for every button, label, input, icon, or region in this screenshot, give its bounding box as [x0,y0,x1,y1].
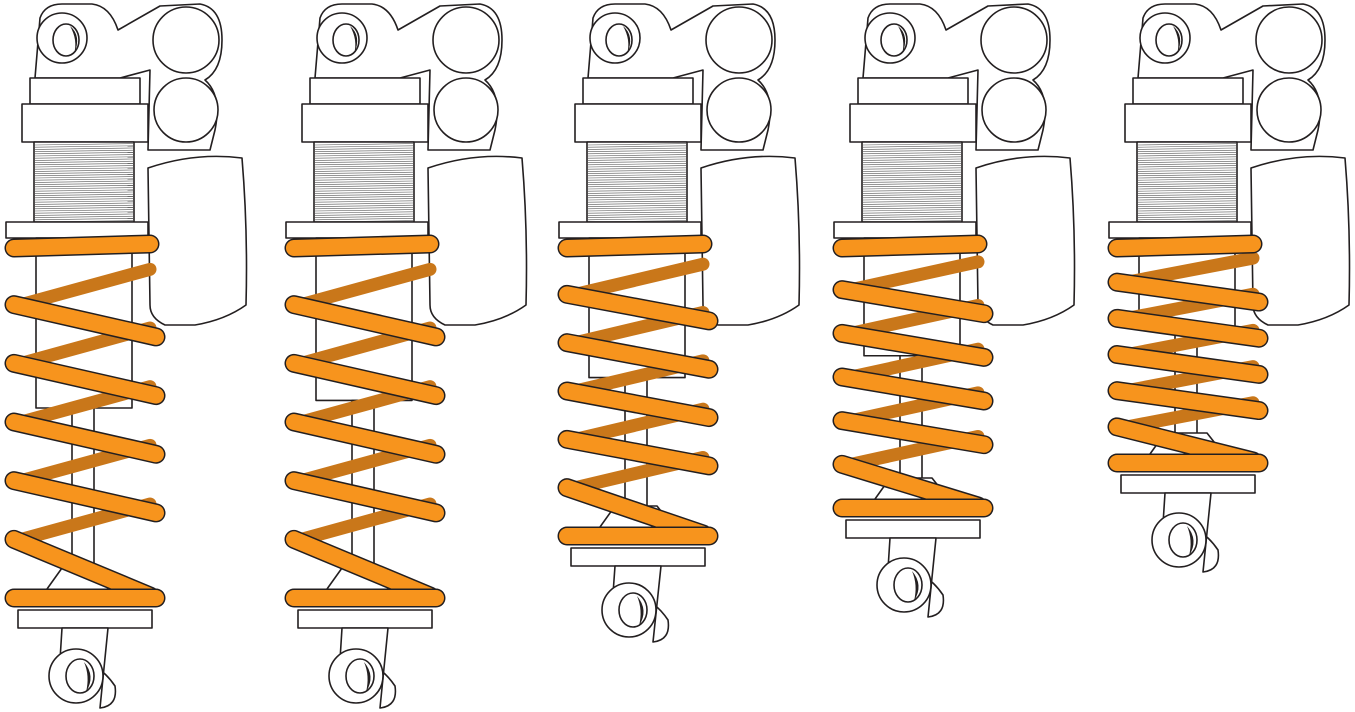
reservoir-port-upper [1255,6,1323,74]
lower-eyelet-shadow [637,596,644,626]
spring-coil [559,431,717,474]
thread-lines [1137,143,1237,223]
reservoir-port-upper [432,6,500,74]
spring-coil [834,412,992,453]
coil-spring [284,234,446,608]
top-eyelet-bushing [605,23,633,57]
reservoir-port-lower [981,77,1047,143]
reservoir-port-upper [152,6,220,74]
lower-eyelet-shadow [84,662,91,692]
spring-coil [1109,346,1267,383]
spring-coil [6,236,158,256]
thread-lines [314,143,414,223]
shock-absorber-3 [557,3,801,643]
coil-spring [1107,234,1269,473]
spring-coil [286,296,444,345]
spring-coil [559,383,717,426]
spring-coil [834,281,992,322]
reservoir-canister [700,155,801,326]
head-cap [1124,103,1252,143]
reservoir-port-upper [980,6,1048,74]
thread-lines [862,143,962,223]
head-collar [1132,77,1244,105]
lower-spring-seat [17,609,153,629]
spring-coil [1109,236,1261,256]
spring-coil [1109,382,1267,419]
spring-coil [1109,274,1267,311]
spring-coil [6,296,164,345]
top-eyelet-shadow [70,26,78,54]
spring-coil [286,355,444,404]
top-eyelet-bushing [332,23,360,57]
reservoir-port-lower [1256,77,1322,143]
head-collar [582,77,694,105]
lower-eyelet-shadow [364,662,371,692]
reservoir-port-upper [705,6,773,74]
reservoir-port-lower [153,77,219,143]
top-eyelet-bushing [880,23,908,57]
thread-lines [34,143,134,223]
shock-absorber-2 [284,3,528,709]
lower-eyelet-shadow [912,571,919,601]
top-eyelet-bushing [52,23,80,57]
spring-coil [6,414,164,463]
head-collar [29,77,141,105]
top-eyelet-shadow [898,26,906,54]
shock-absorber-5 [1107,3,1351,573]
spring-coil [559,286,717,329]
lower-spring-seat [570,547,706,567]
head-collar [309,77,421,105]
reservoir-canister [975,155,1076,326]
spring-coil [834,325,992,366]
spring-coil [834,236,986,256]
head-cap [574,103,702,143]
spring-coil [6,531,158,604]
lower-spring-seat [1120,474,1256,494]
thread-lines [587,143,687,223]
lower-spring-seat [845,519,981,539]
spring-coil [286,414,444,463]
shock-absorber-4 [832,3,1076,618]
shock-absorber-1 [4,3,248,709]
spring-coil [6,472,164,521]
spring-coil [559,334,717,378]
head-cap [849,103,977,143]
coil-spring [832,234,994,518]
top-eyelet-shadow [350,26,358,54]
head-cap [21,103,149,143]
reservoir-canister [147,155,248,326]
reservoir-port-lower [433,77,499,143]
spring-coil [286,236,438,256]
spring-coil [559,479,711,542]
head-cap [301,103,429,143]
top-eyelet-bushing [1155,23,1183,57]
reservoir-canister [1250,155,1351,326]
spring-coil [559,236,711,256]
top-eyelet-shadow [1173,26,1181,54]
reservoir-port-lower [706,77,772,143]
spring-coil [1109,310,1267,347]
lower-eyelet-shadow [1187,526,1194,556]
spring-coil [286,531,438,604]
spring-coil [286,472,444,521]
spring-coil [834,369,992,410]
coil-spring [557,234,719,546]
reservoir-canister [427,155,528,326]
lower-spring-seat [297,609,433,629]
coil-spring [4,234,166,608]
head-collar [857,77,969,105]
top-eyelet-shadow [623,26,631,54]
spring-coil [6,355,164,404]
